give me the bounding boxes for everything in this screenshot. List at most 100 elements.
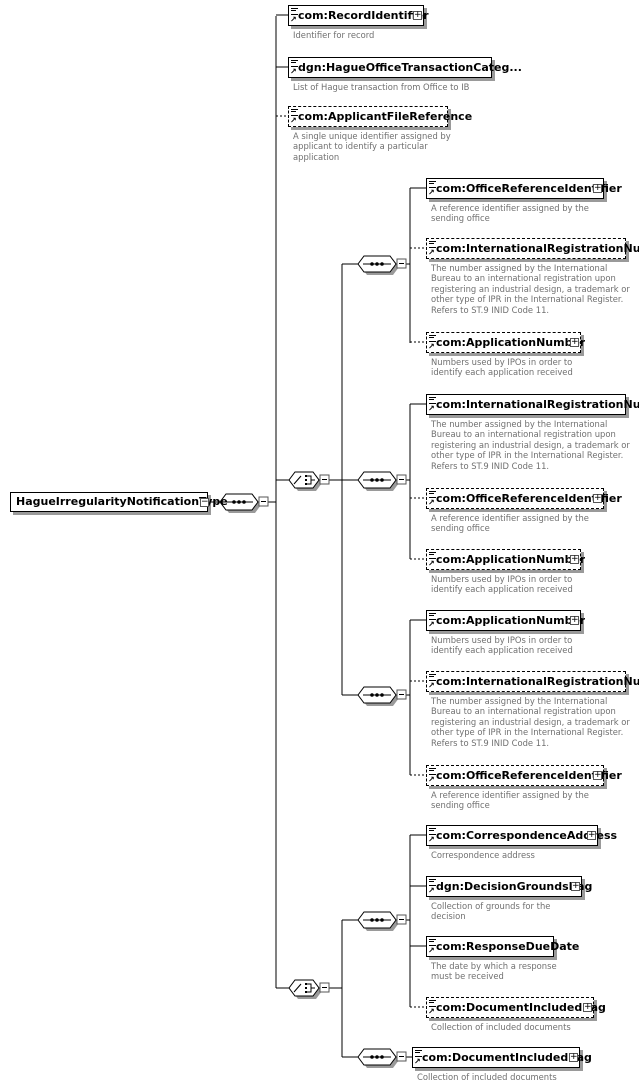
description-line: sending office [431, 523, 589, 533]
description-line: identify each application received [431, 645, 573, 655]
root-type-box[interactable]: HagueIrregularityNotificationType − [10, 492, 208, 512]
description-line: A reference identifier assigned by the [431, 513, 589, 523]
expand-icon[interactable]: + [570, 338, 579, 347]
element-label: com:ApplicationNumber [436, 550, 585, 569]
element-description: The number assigned by the International… [431, 263, 630, 315]
element-description: Numbers used by IPOs in order toidentify… [431, 357, 573, 378]
description-line: sending office [431, 800, 589, 810]
description-line: Collection of included documents [431, 1022, 571, 1032]
collapse-icon[interactable]: − [200, 498, 209, 507]
sequence-compositor-1[interactable] [358, 256, 406, 275]
element-description: Identifier for record [293, 30, 374, 40]
reference-arrow-icon: ↗ [428, 947, 435, 955]
description-line: A reference identifier assigned by the [431, 790, 589, 800]
element-icon [429, 939, 436, 946]
element-icon [429, 1000, 436, 1007]
description-line: Correspondence address [431, 850, 535, 860]
sequence-element-4-0[interactable]: ↗com:CorrespondenceAddress+ [426, 825, 598, 846]
expand-icon[interactable]: + [413, 11, 422, 20]
description-line: registering an industrial design, a trad… [431, 717, 630, 727]
element-icon [429, 768, 436, 775]
element-label: com:DocumentIncludedBag [436, 998, 606, 1017]
expand-icon[interactable]: + [583, 1003, 592, 1012]
sequence-compositor-5[interactable] [358, 1049, 406, 1068]
sequence-element-2-2[interactable]: ↗com:ApplicationNumber+ [426, 549, 581, 570]
choice-compositor-1[interactable] [289, 472, 329, 491]
description-line: registering an industrial design, a trad… [431, 284, 630, 294]
sequence-element-3-0[interactable]: ↗com:ApplicationNumber+ [426, 610, 581, 631]
sequence-compositor-2[interactable] [358, 472, 406, 491]
reference-arrow-icon: ↗ [428, 405, 435, 413]
description-line: applicant to identify a particular [293, 141, 451, 151]
element-icon [429, 674, 436, 681]
description-line: must be received [431, 971, 557, 981]
expand-icon[interactable]: + [571, 882, 580, 891]
sequence-compositor-4[interactable] [358, 912, 406, 931]
sequence-element-4-3[interactable]: ↗com:DocumentIncludedBag+ [426, 997, 594, 1018]
top-element-1[interactable]: ↗dgn:HagueOfficeTransactionCateg... [288, 57, 492, 78]
reference-arrow-icon: ↗ [428, 189, 435, 197]
expand-icon[interactable]: + [569, 1053, 578, 1062]
description-line: Collection of grounds for the [431, 901, 550, 911]
reference-arrow-icon: ↗ [428, 836, 435, 844]
sequence-element-2-1[interactable]: ↗com:OfficeReferenceIdentifier+ [426, 488, 604, 509]
reference-arrow-icon: ↗ [428, 343, 435, 351]
description-line: Bureau to an international registration … [431, 706, 630, 716]
sequence-element-3-2[interactable]: ↗com:OfficeReferenceIdentifier+ [426, 765, 604, 786]
sequence-compositor-3[interactable] [358, 687, 406, 706]
sequence-element-1-0[interactable]: ↗com:OfficeReferenceIdentifier+ [426, 178, 604, 199]
element-description: Correspondence address [431, 850, 535, 860]
element-description: A reference identifier assigned by these… [431, 203, 589, 224]
description-line: Refers to ST.9 INID Code 11. [431, 461, 630, 471]
reference-arrow-icon: ↗ [428, 621, 435, 629]
reference-arrow-icon: ↗ [428, 1008, 435, 1016]
reference-arrow-icon: ↗ [290, 16, 297, 24]
sequence-element-4-1[interactable]: ↗dgn:DecisionGroundsBag+ [426, 876, 582, 897]
element-label: com:InternationalRegistrationNu... [436, 239, 639, 258]
reference-arrow-icon: ↗ [428, 499, 435, 507]
sequence-element-5-0[interactable]: ↗com:DocumentIncludedBag+ [412, 1047, 580, 1068]
description-line: other type of IPR in the International R… [431, 294, 630, 304]
element-description: Numbers used by IPOs in order toidentify… [431, 574, 573, 595]
sequence-element-1-1[interactable]: ↗com:InternationalRegistrationNu... [426, 238, 626, 259]
element-description: Collection of included documents [417, 1072, 557, 1082]
element-label: com:InternationalRegistrationNu... [436, 395, 639, 414]
description-line: application [293, 152, 451, 162]
element-icon [291, 109, 298, 116]
expand-icon[interactable]: + [570, 555, 579, 564]
element-description: A single unique identifier assigned byap… [293, 131, 451, 162]
sequence-element-4-2[interactable]: ↗com:ResponseDueDate [426, 936, 554, 957]
description-line: The number assigned by the International [431, 696, 630, 706]
expand-icon[interactable]: + [593, 184, 602, 193]
reference-arrow-icon: ↗ [290, 117, 297, 125]
top-element-0[interactable]: ↗com:RecordIdentifier+ [288, 5, 424, 26]
sequence-element-2-0[interactable]: ↗com:InternationalRegistrationNu... [426, 394, 626, 415]
element-icon [429, 335, 436, 342]
top-element-2[interactable]: ↗com:ApplicantFileReference [288, 106, 448, 127]
element-icon [429, 181, 436, 188]
description-line: The number assigned by the International [431, 263, 630, 273]
choice-compositor-2[interactable] [289, 980, 329, 999]
reference-arrow-icon: ↗ [290, 68, 297, 76]
element-label: com:ApplicationNumber [436, 611, 585, 630]
sequence-element-1-2[interactable]: ↗com:ApplicationNumber+ [426, 332, 581, 353]
description-line: The date by which a response [431, 961, 557, 971]
expand-icon[interactable]: + [593, 771, 602, 780]
expand-icon[interactable]: + [570, 616, 579, 625]
description-line: A single unique identifier assigned by [293, 131, 451, 141]
description-line: decision [431, 911, 550, 921]
element-description: Collection of grounds for thedecision [431, 901, 550, 922]
element-description: The number assigned by the International… [431, 696, 630, 748]
element-label: com:InternationalRegistrationNu... [436, 672, 639, 691]
element-icon [429, 491, 436, 498]
sequence-element-3-1[interactable]: ↗com:InternationalRegistrationNu... [426, 671, 626, 692]
element-icon [429, 879, 436, 886]
reference-arrow-icon: ↗ [428, 682, 435, 690]
description-line: sending office [431, 213, 589, 223]
expand-icon[interactable]: + [593, 494, 602, 503]
reference-arrow-icon: ↗ [428, 560, 435, 568]
element-description: A reference identifier assigned by these… [431, 513, 589, 534]
element-label: com:ApplicantFileReference [298, 107, 472, 126]
expand-icon[interactable]: + [587, 831, 596, 840]
